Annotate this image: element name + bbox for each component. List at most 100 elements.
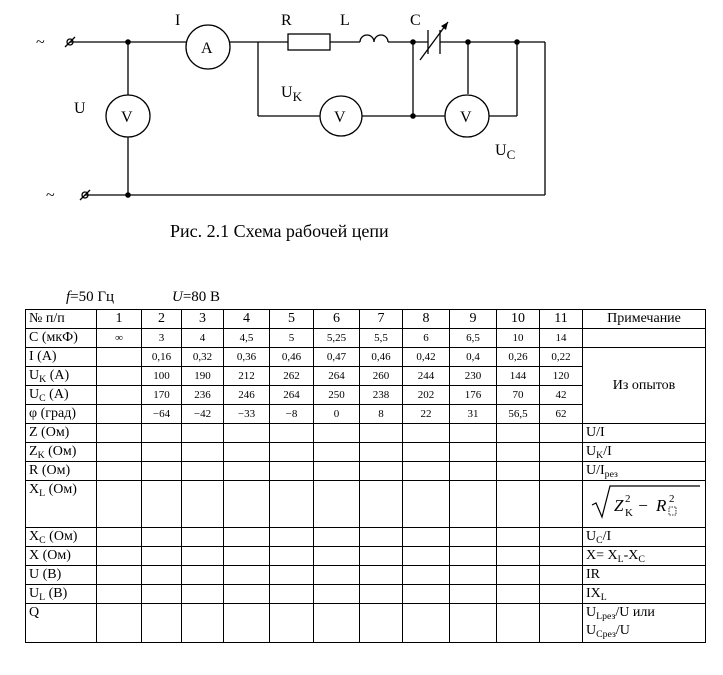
table-cell: −42 [181,404,224,424]
table-cell: 6,5 [449,328,497,348]
row-label: XL (Ом) [25,480,97,528]
note-cell: IXL [582,584,706,604]
header-col-8: 8 [402,309,450,329]
formula-minus: − [634,496,652,515]
table-cell: 246 [223,385,270,405]
table-cell: 250 [313,385,360,405]
header-label: № п/п [25,309,97,329]
table-cell: 244 [402,366,450,386]
param-voltage: U=80 В [172,289,220,306]
param-frequency-var: f [66,289,71,305]
table-cell: 0,36 [223,347,270,367]
table-row-capacitance: C (мкФ) ∞ 3 4 4,5 5 5,25 5,5 6 6,5 10 14 [25,328,706,348]
param-frequency: f=50 Гц [66,289,114,306]
formula-r: R [655,496,667,515]
table-cell: 42 [539,385,583,405]
note-main: IX [586,586,601,601]
header-col-9: 9 [449,309,497,329]
row-label-unit: (Ом) [45,529,78,544]
header-col-1: 1 [96,309,142,329]
table-header-row: № п/п 1 2 3 4 5 6 7 8 9 10 11 Примечание [25,309,706,329]
table-row-r: R (Ом) U/Iрез [25,461,706,481]
table-cell [96,347,142,367]
table-row-xl: XL (Ом) Z K 2 − R 2 [25,480,706,528]
formula-z: Z [614,496,624,515]
table-cell: 6 [402,328,450,348]
table-row-zk: ZK (Ом) UK/I [25,442,706,462]
note-sub: Lрез [596,611,616,622]
table-cell: 5,5 [359,328,403,348]
table-cell: 0,42 [402,347,450,367]
ammeter-label: A [201,40,213,57]
row-label-main: Z [29,444,38,459]
row-label: XC (Ом) [25,527,97,547]
row-label: I (А) [25,347,97,367]
table-cell: 62 [539,404,583,424]
table-row-xc: XC (Ом) UC/I [25,527,706,547]
table-cell: 120 [539,366,583,386]
header-col-6: 6 [313,309,360,329]
note-tail: /I [603,444,612,459]
uk-label-sub: K [293,89,303,104]
note-main: U [586,444,597,459]
header-col-10: 10 [496,309,540,329]
table-cell: ∞ [96,328,142,348]
header-col-5: 5 [269,309,314,329]
row-label-sub: L [39,488,46,499]
row-label: Z (Ом) [25,423,97,443]
table-cell: 202 [402,385,450,405]
table-cell: 0,26 [496,347,540,367]
table-cell: 236 [181,385,224,405]
table-row-uc: UC (А) 170 236 246 264 250 238 202 176 7… [25,385,706,405]
row-label-unit: (Ом) [44,444,77,459]
table-cell: 31 [449,404,497,424]
capacitor-label: C [410,12,421,29]
group-note-from-experiments: Из опытов [582,347,706,424]
note-sub: рез [604,469,618,480]
formula-r-exp: 2 [669,493,675,505]
row-label-sub: C [39,393,46,404]
row-label: C (мкФ) [25,328,97,348]
formula-z-sub: K [625,507,633,519]
table-cell: 212 [223,366,270,386]
row-label: ZK (Ом) [25,442,97,462]
table-cell: 56,5 [496,404,540,424]
table-row-current: I (А) 0,16 0,32 0,36 0,46 0,47 0,46 0,42… [25,347,706,424]
table-cell: 3 [141,328,182,348]
note-tail: /U или [615,605,655,620]
row-label-unit: (А) [46,368,70,383]
table-cell: 5,25 [313,328,360,348]
uk-label-main: U [281,84,293,101]
table-cell: −33 [223,404,270,424]
note-cell: UK/I [582,442,706,462]
row-label: UL (В) [25,584,97,604]
row-label: Q [25,603,97,643]
note-b: -X [623,548,639,563]
table-cell: 4,5 [223,328,270,348]
circuit-diagram: ~ ~ I A R L C U V V V UK UC [36,12,546,204]
inductor-label: L [340,12,350,29]
formula-z-exp: 2 [625,493,631,505]
results-table: № п/п 1 2 3 4 5 6 7 8 9 10 11 Примечание… [25,309,706,643]
note-sub: Срез [596,629,616,640]
note-cell-empty [582,328,706,348]
table-cell: 0,32 [181,347,224,367]
header-note: Примечание [582,309,706,329]
terminal-bottom-symbol: ~ [46,187,55,204]
uc-label: UC [495,142,515,162]
table-row-uk: UK (А) 100 190 212 262 264 260 244 230 1… [25,366,706,386]
row-label: U (В) [25,565,97,585]
param-voltage-value: =80 В [182,289,221,305]
current-label: I [175,12,180,29]
note-cell: U/Iрез [582,461,706,481]
table-cell: 0,22 [539,347,583,367]
figure-caption: Рис. 2.1 Схема рабочей цепи [170,221,389,241]
param-frequency-value: =50 Гц [70,289,115,305]
row-label: φ (град) [25,404,97,424]
row-label-sub: C [39,535,46,546]
table-row-u: U (В) IR [25,565,706,585]
table-cell: 8 [359,404,403,424]
table-cell: 0,46 [359,347,403,367]
resistor-label: R [281,12,292,29]
